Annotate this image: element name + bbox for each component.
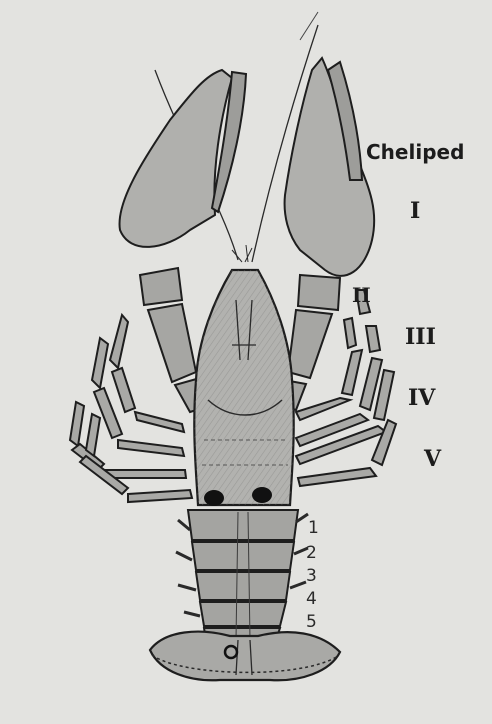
leg-label-4: IV <box>408 385 435 411</box>
abdomen <box>176 510 308 640</box>
abdominal-segment-label-1: 1 <box>308 518 319 538</box>
leg-label-5: V <box>424 446 441 472</box>
abdominal-segment-label-2: 2 <box>306 543 317 563</box>
cheliped-label: Cheliped <box>366 140 464 164</box>
abdominal-segment-label-4: 4 <box>306 589 317 609</box>
cephalothorax <box>194 270 293 506</box>
leg-label-1: I <box>410 198 420 224</box>
tail-fan <box>150 632 340 681</box>
leg-label-3: III <box>405 324 436 350</box>
abdominal-segment-label-3: 3 <box>306 566 317 586</box>
leg-label-2: II <box>352 283 371 307</box>
abdominal-segment-label-5: 5 <box>306 612 317 632</box>
